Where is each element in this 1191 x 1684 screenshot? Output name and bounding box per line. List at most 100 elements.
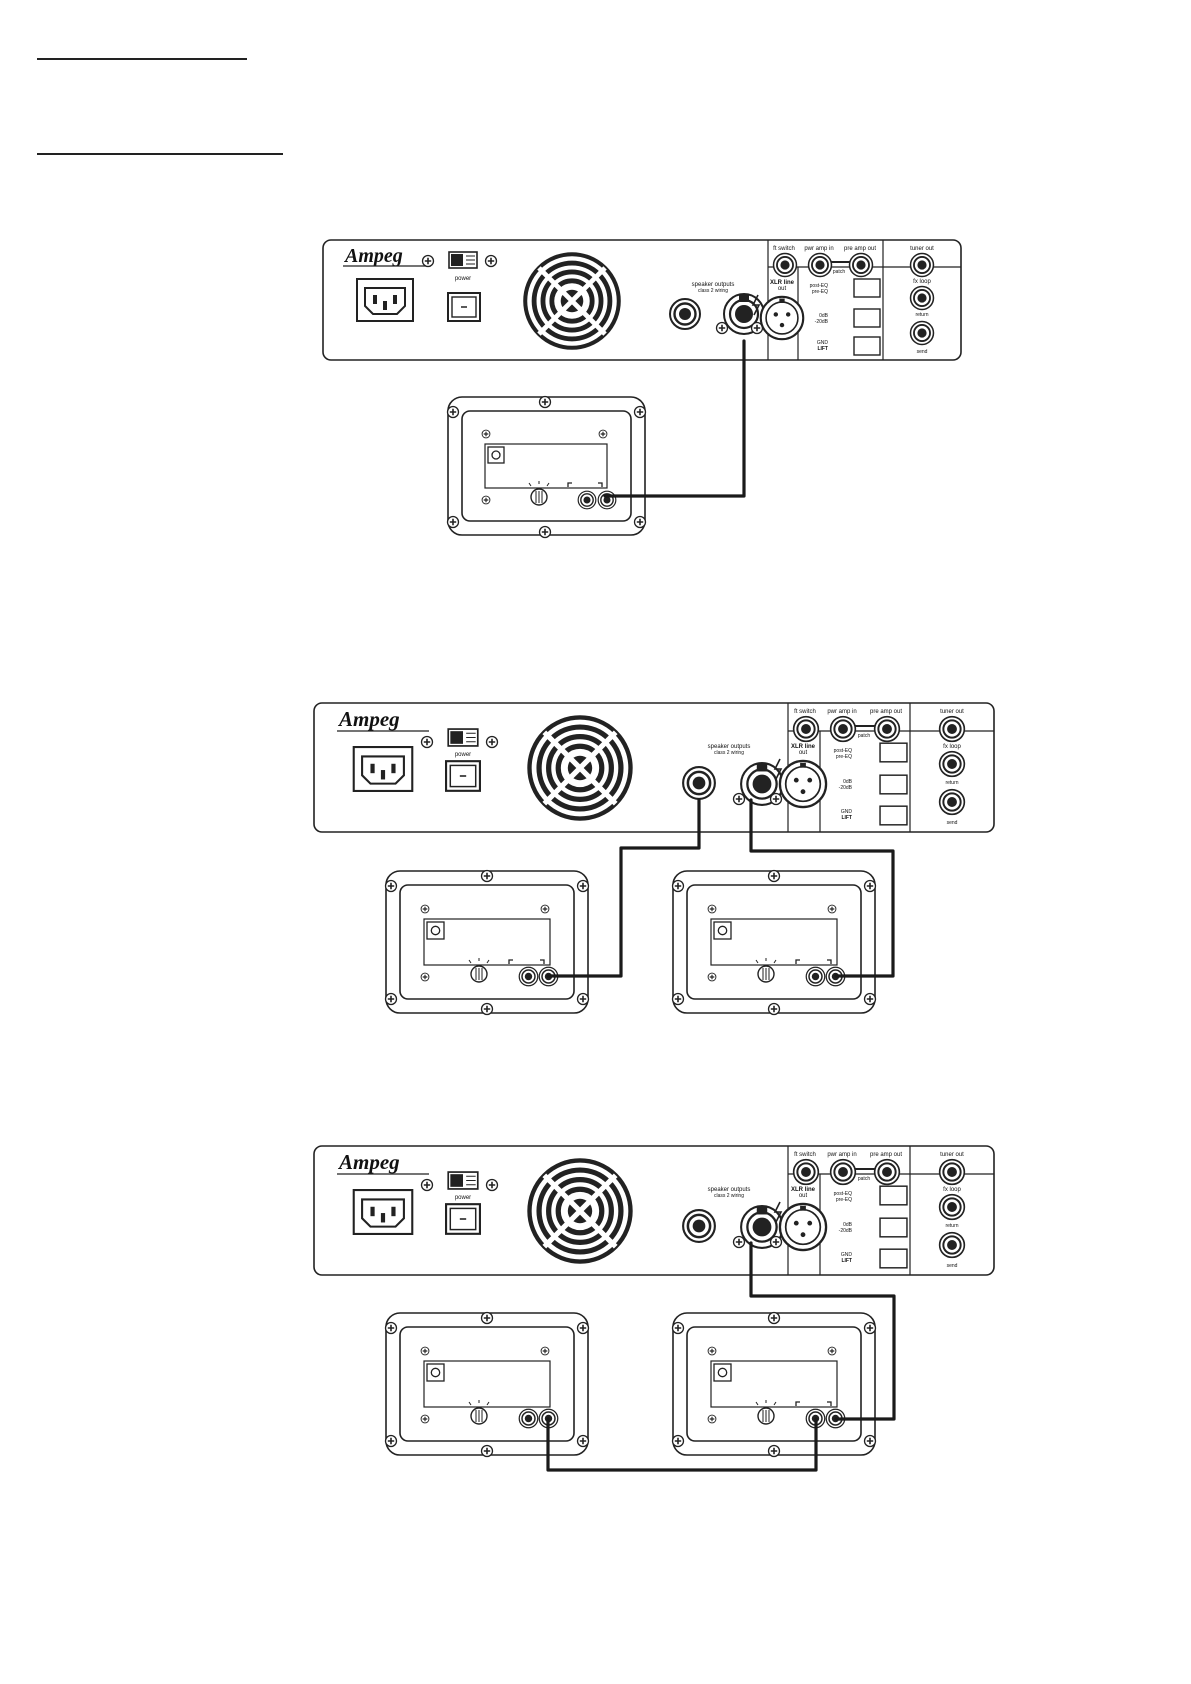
speaker-output-jack-1[interactable] <box>681 1208 717 1244</box>
fx-send-jack[interactable] <box>938 788 966 816</box>
patch-label: patch <box>858 733 870 739</box>
send-label: send <box>917 349 928 355</box>
pre-post-eq-switch[interactable] <box>853 278 881 298</box>
pre-amp-out-jack[interactable] <box>873 715 901 743</box>
screw-icon <box>538 525 552 539</box>
ampeg-badge-icon <box>487 446 505 464</box>
speaker-output-jack-1[interactable] <box>668 297 702 331</box>
screw-icon <box>420 1346 430 1356</box>
pre-amp-out-label: pre amp out <box>844 246 876 252</box>
diagram-two-cabinets-daisy-chain: Ampeg power speaker outputs class 2 wiri… <box>313 1145 995 1472</box>
cabinet-input-jack-2[interactable] <box>597 490 617 510</box>
screw-icon <box>480 1311 494 1325</box>
xlr-line-out-jack[interactable] <box>759 295 805 341</box>
cabinet-input-jack-1[interactable] <box>518 1408 539 1429</box>
power-label: power <box>455 1195 471 1201</box>
power-switch[interactable] <box>445 1203 481 1235</box>
ampeg-logo: Ampeg <box>343 245 403 267</box>
pre-amp-out-jack[interactable] <box>848 252 874 278</box>
send-label: send <box>947 1263 958 1269</box>
power-switch[interactable] <box>445 760 481 792</box>
speaker-cabinet-left <box>384 1311 590 1458</box>
screw-icon <box>732 1235 746 1249</box>
cabinet-input-jack-1[interactable] <box>805 966 826 987</box>
screw-icon <box>384 1434 398 1448</box>
fx-send-jack[interactable] <box>938 1231 966 1259</box>
cabinet-input-jack-1[interactable] <box>577 490 597 510</box>
ft-switch-jack[interactable] <box>792 1158 820 1186</box>
pre-eq-label: pre-EQ <box>836 754 852 760</box>
fx-return-jack[interactable] <box>938 1193 966 1221</box>
ground-lift-switch[interactable] <box>879 1248 908 1269</box>
voltage-selector-icon <box>447 1171 479 1190</box>
ground-lift-switch[interactable] <box>879 805 908 826</box>
amp-back-panel: Ampeg power speaker outputs class 2 wiri… <box>313 702 995 833</box>
tuner-out-jack[interactable] <box>938 715 966 743</box>
ampeg-badge-icon <box>713 1363 732 1382</box>
pre-eq-label: pre-EQ <box>812 289 828 295</box>
screw-icon <box>707 904 717 914</box>
speaker-cabinet-right <box>671 869 877 1016</box>
pad-switch[interactable] <box>879 1217 908 1238</box>
minus-20db-label: -20dB <box>839 1228 853 1234</box>
ft-switch-jack[interactable] <box>792 715 820 743</box>
xlr-line-out-jack[interactable] <box>778 1202 828 1252</box>
speaker-output-jack-1[interactable] <box>681 765 717 801</box>
pwr-amp-in-label: pwr amp in <box>827 1152 856 1158</box>
ft-switch-jack[interactable] <box>772 252 798 278</box>
fan-icon <box>529 1160 630 1261</box>
tuner-out-jack[interactable] <box>938 1158 966 1186</box>
pre-post-eq-switch[interactable] <box>879 742 908 763</box>
fx-send-jack[interactable] <box>909 320 935 346</box>
screw-icon <box>480 1002 494 1016</box>
power-inlet-icon <box>352 1189 414 1235</box>
screw-icon <box>384 879 398 893</box>
speaker-outputs-label: speaker outputs <box>708 744 751 750</box>
screw-icon <box>446 405 460 419</box>
screw-icon <box>671 992 685 1006</box>
speaker-cabinet-right <box>671 1311 877 1458</box>
pwr-amp-in-jack[interactable] <box>829 715 857 743</box>
diagram-two-cabinets-parallel: Ampeg power speaker outputs class 2 wiri… <box>313 702 995 1016</box>
gnd-label: GND <box>841 809 853 815</box>
xlr-out-label: out <box>799 1193 808 1199</box>
screw-icon <box>707 1414 717 1424</box>
pwr-amp-in-jack[interactable] <box>807 252 833 278</box>
ground-lift-switch[interactable] <box>853 336 881 356</box>
speaker-outputs-sublabel: class 2 wiring <box>698 288 728 294</box>
screw-icon <box>863 879 877 893</box>
pre-eq-label: pre-EQ <box>836 1197 852 1203</box>
xlr-line-out-jack[interactable] <box>778 759 828 809</box>
screw-icon <box>827 904 837 914</box>
screw-icon <box>484 254 498 268</box>
fx-return-jack[interactable] <box>938 750 966 778</box>
fx-return-jack[interactable] <box>909 285 935 311</box>
speaker-cabinet <box>446 395 647 539</box>
speaker-outputs-sublabel: class 2 wiring <box>714 750 744 756</box>
ampeg-logo: Ampeg <box>337 1150 400 1174</box>
pwr-amp-in-jack[interactable] <box>829 1158 857 1186</box>
screw-icon <box>384 992 398 1006</box>
pre-amp-out-jack[interactable] <box>873 1158 901 1186</box>
power-switch[interactable] <box>447 292 481 322</box>
lift-label: LIFT <box>817 346 828 352</box>
cabinet-input-jack-1[interactable] <box>518 966 539 987</box>
screw-icon <box>576 879 590 893</box>
header-rule-top <box>37 58 247 60</box>
pre-post-eq-switch[interactable] <box>879 1185 908 1206</box>
speaker-cabinet-left <box>384 869 590 1016</box>
screw-icon <box>671 1434 685 1448</box>
patch-label: patch <box>858 1176 870 1182</box>
pad-switch[interactable] <box>879 774 908 795</box>
amp-back-panel: Ampeg power speaker outputs class 2 wiri… <box>322 239 962 361</box>
screw-icon <box>633 515 647 529</box>
lift-label: LIFT <box>841 1258 852 1264</box>
voltage-selector-icon <box>448 251 478 269</box>
post-eq-label: post-EQ <box>834 748 852 754</box>
screw-icon <box>480 1444 494 1458</box>
screw-icon <box>576 992 590 1006</box>
pad-switch[interactable] <box>853 308 881 328</box>
tuner-out-jack[interactable] <box>909 252 935 278</box>
screw-icon <box>863 992 877 1006</box>
